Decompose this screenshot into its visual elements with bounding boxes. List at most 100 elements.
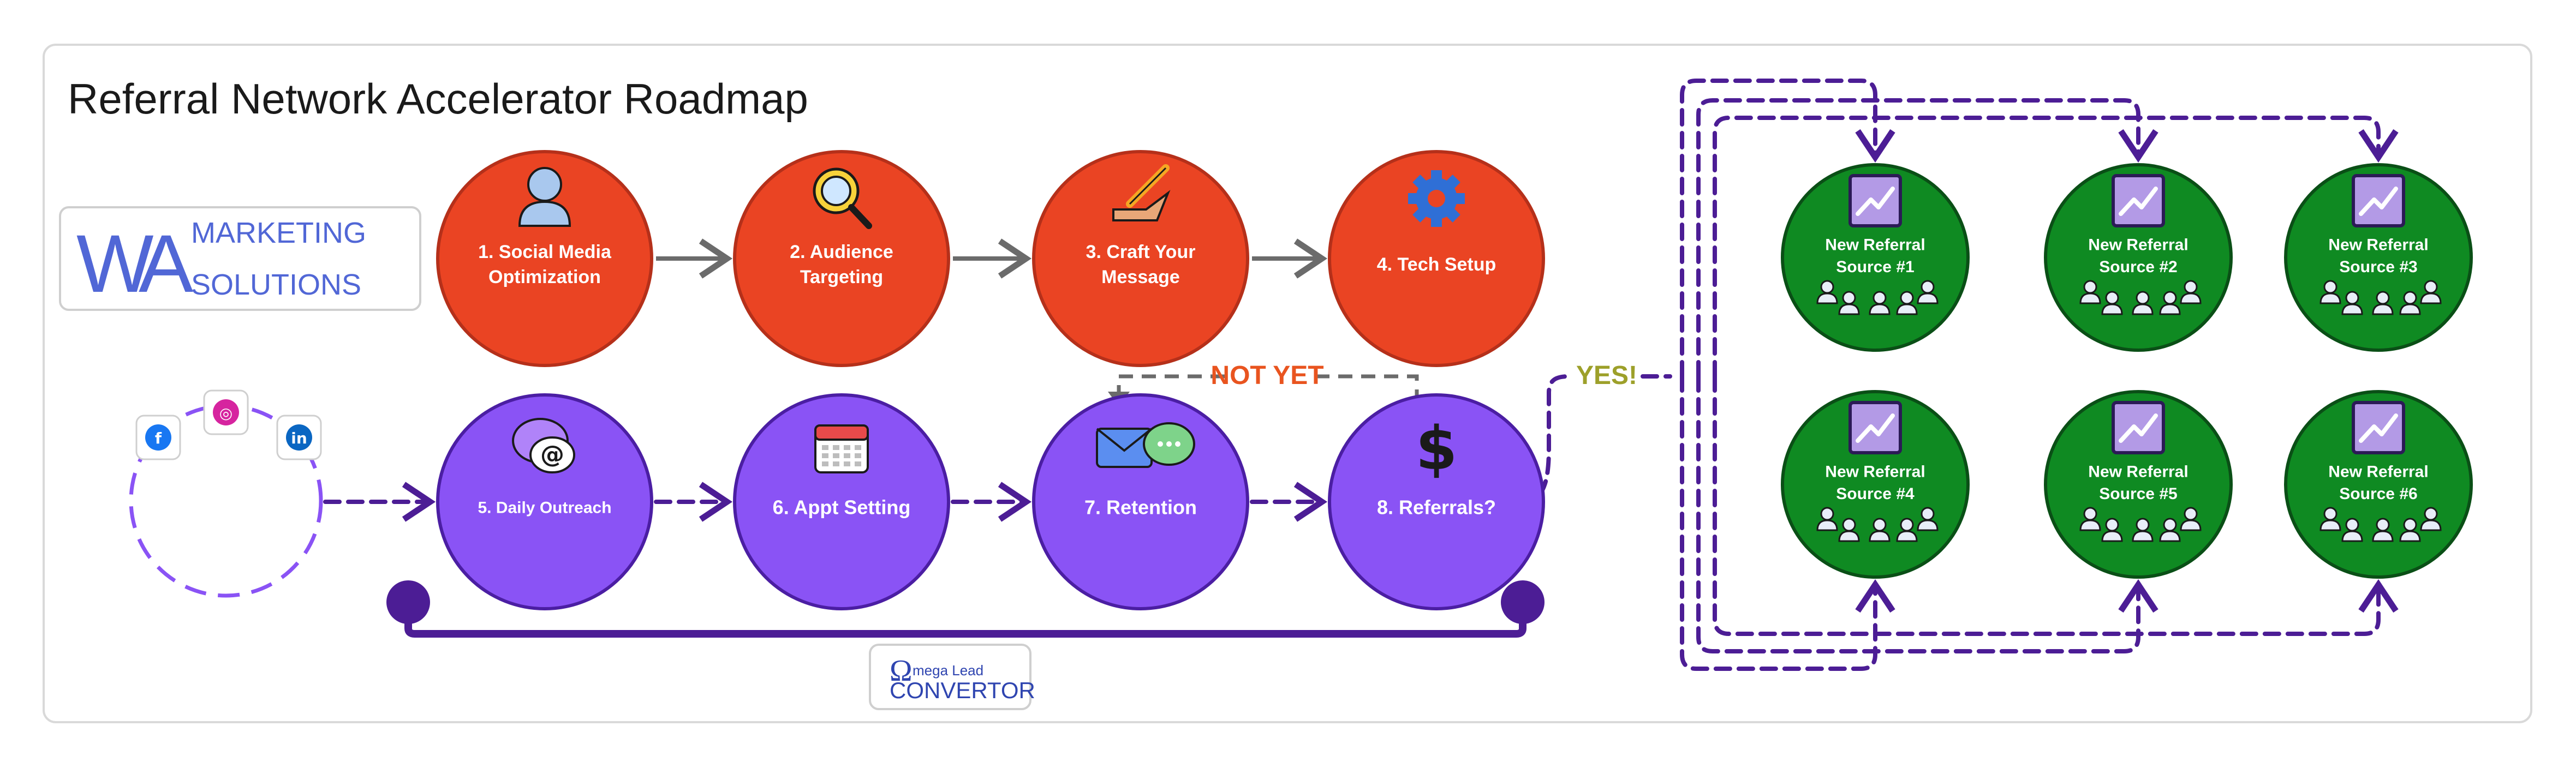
referral-branch-bottom (1713, 374, 2399, 636)
person-icon (1896, 518, 1918, 542)
wa-logo-line2: SOLUTIONS (191, 268, 361, 301)
instagram-icon: ◎ (203, 389, 249, 435)
step-label: 8. Referrals? (1377, 496, 1496, 519)
step-7-node: 7. Retention (1032, 393, 1249, 610)
person-icon (1838, 291, 1860, 315)
svg-text:$: $ (1416, 413, 1458, 483)
referral-label: Source #3 (2339, 258, 2417, 276)
pencil-hand-icon (1112, 164, 1171, 221)
person-icon (2159, 291, 2181, 315)
step-label: 1. Social Media (478, 242, 612, 262)
person-icon (2180, 507, 2202, 531)
person-icon (2399, 291, 2421, 315)
person-icon (2132, 518, 2154, 542)
step-label: 2. Audience (790, 242, 893, 262)
referral-label: Source #6 (2339, 485, 2417, 503)
step-label: 7. Retention (1084, 496, 1197, 519)
omega-lead-logo: Ω mega Lead CONVERTOR (869, 644, 1035, 710)
step-circle (733, 150, 950, 367)
wa-logo: WA MARKETING SOLUTIONS (59, 206, 421, 311)
svg-text:in: in (291, 429, 307, 447)
referral-branch-top (1680, 79, 1895, 379)
person-icon (1869, 518, 1891, 542)
prospects-label: Prospects (184, 473, 269, 493)
step-4-node: 4. Tech Setup (1328, 150, 1545, 367)
loop-bracket (404, 605, 1526, 638)
referral-label: Source #5 (2099, 485, 2177, 503)
step-label: 5. Daily Outreach (478, 499, 611, 517)
person-icon (2079, 280, 2101, 304)
person-icon (2319, 280, 2341, 304)
yes-path (1518, 374, 1574, 507)
chart-up-icon (1848, 174, 1902, 227)
user-icon (518, 167, 571, 227)
chart-up-icon (2112, 401, 2165, 454)
step-label: Targeting (800, 267, 883, 287)
omega-line1: mega Lead (913, 662, 983, 679)
person-icon (2399, 518, 2421, 542)
referral-label: New Referral (2088, 463, 2188, 481)
prospects-label: Social Media (173, 520, 279, 539)
person-icon (1869, 291, 1891, 315)
step-5-node: @5. Daily Outreach (436, 393, 653, 610)
person-icon (2372, 291, 2394, 315)
referral-branch-bottom (1680, 374, 1895, 671)
chart-up-icon (1848, 401, 1902, 454)
person-icon (1917, 507, 1939, 531)
person-icon (2159, 518, 2181, 542)
person-icon (2101, 518, 2123, 542)
mail-chat-icon (1096, 422, 1195, 468)
wa-logo-mark: WA (76, 218, 193, 309)
person-icon (1816, 507, 1838, 531)
chart-up-icon (2352, 174, 2405, 227)
person-icon (2180, 280, 2202, 304)
at-chat-icon: @ (512, 418, 575, 473)
referral-label: New Referral (2328, 463, 2428, 481)
bracket-endpoint-right (1501, 580, 1545, 624)
person-icon (1816, 280, 1838, 304)
svg-text:@: @ (540, 441, 564, 469)
person-icon (2341, 291, 2363, 315)
omega-symbol: Ω (890, 654, 913, 688)
chart-up-icon (2352, 401, 2405, 454)
step-circle (1328, 393, 1545, 610)
chart-up-icon (2112, 174, 2165, 227)
person-icon (2319, 507, 2341, 531)
gear-icon (1408, 170, 1465, 227)
wa-logo-line1: MARKETING (191, 217, 366, 249)
calendar-icon (814, 424, 869, 473)
referral-label: Source #4 (1836, 485, 1915, 503)
referral-label: New Referral (1825, 236, 1925, 254)
step-label: 6. Appt Setting (773, 496, 911, 519)
person-icon (2341, 518, 2363, 542)
linkedin-icon: in (276, 415, 322, 460)
person-icon (1838, 518, 1860, 542)
yes-label: YES! (1576, 361, 1637, 390)
step-circle (436, 150, 653, 367)
step-label: Optimization (488, 267, 601, 287)
referral-branch-top (1696, 98, 2158, 379)
referral-branch-bottom (1696, 374, 2158, 653)
person-icon (2101, 291, 2123, 315)
referral-label: New Referral (2088, 236, 2188, 254)
connectors (323, 79, 2399, 671)
person-icon (2132, 291, 2154, 315)
person-icon (2372, 518, 2394, 542)
person-icon (2420, 507, 2442, 531)
person-icon (1896, 291, 1918, 315)
omega-line2: CONVERTOR (890, 677, 1035, 703)
step-label: 3. Craft Your (1086, 242, 1196, 262)
person-icon (2079, 507, 2101, 531)
bracket-endpoint-left (386, 580, 430, 624)
step-circle (436, 393, 653, 610)
